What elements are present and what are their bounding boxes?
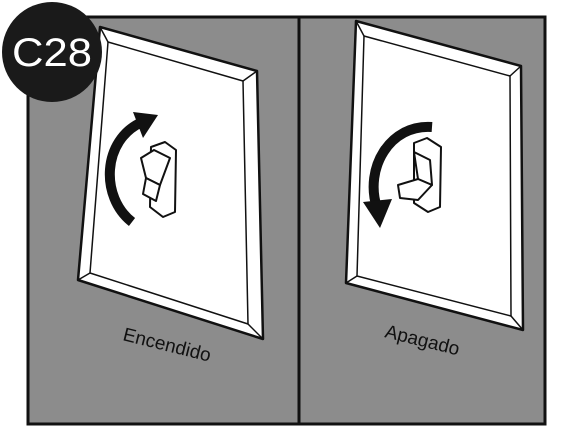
- panel-on: Encendido: [28, 17, 299, 424]
- panel-off: Apagado: [299, 17, 545, 424]
- toggle-lever-up: [140, 141, 177, 218]
- toggle-lever-down: [397, 137, 442, 213]
- outer-frame: [26, 15, 547, 426]
- rotate-up-arrow-icon: [104, 112, 158, 226]
- rotate-down-arrow-icon: [363, 121, 433, 228]
- figure-badge: C28: [2, 2, 102, 102]
- badge-label: C28: [12, 31, 92, 75]
